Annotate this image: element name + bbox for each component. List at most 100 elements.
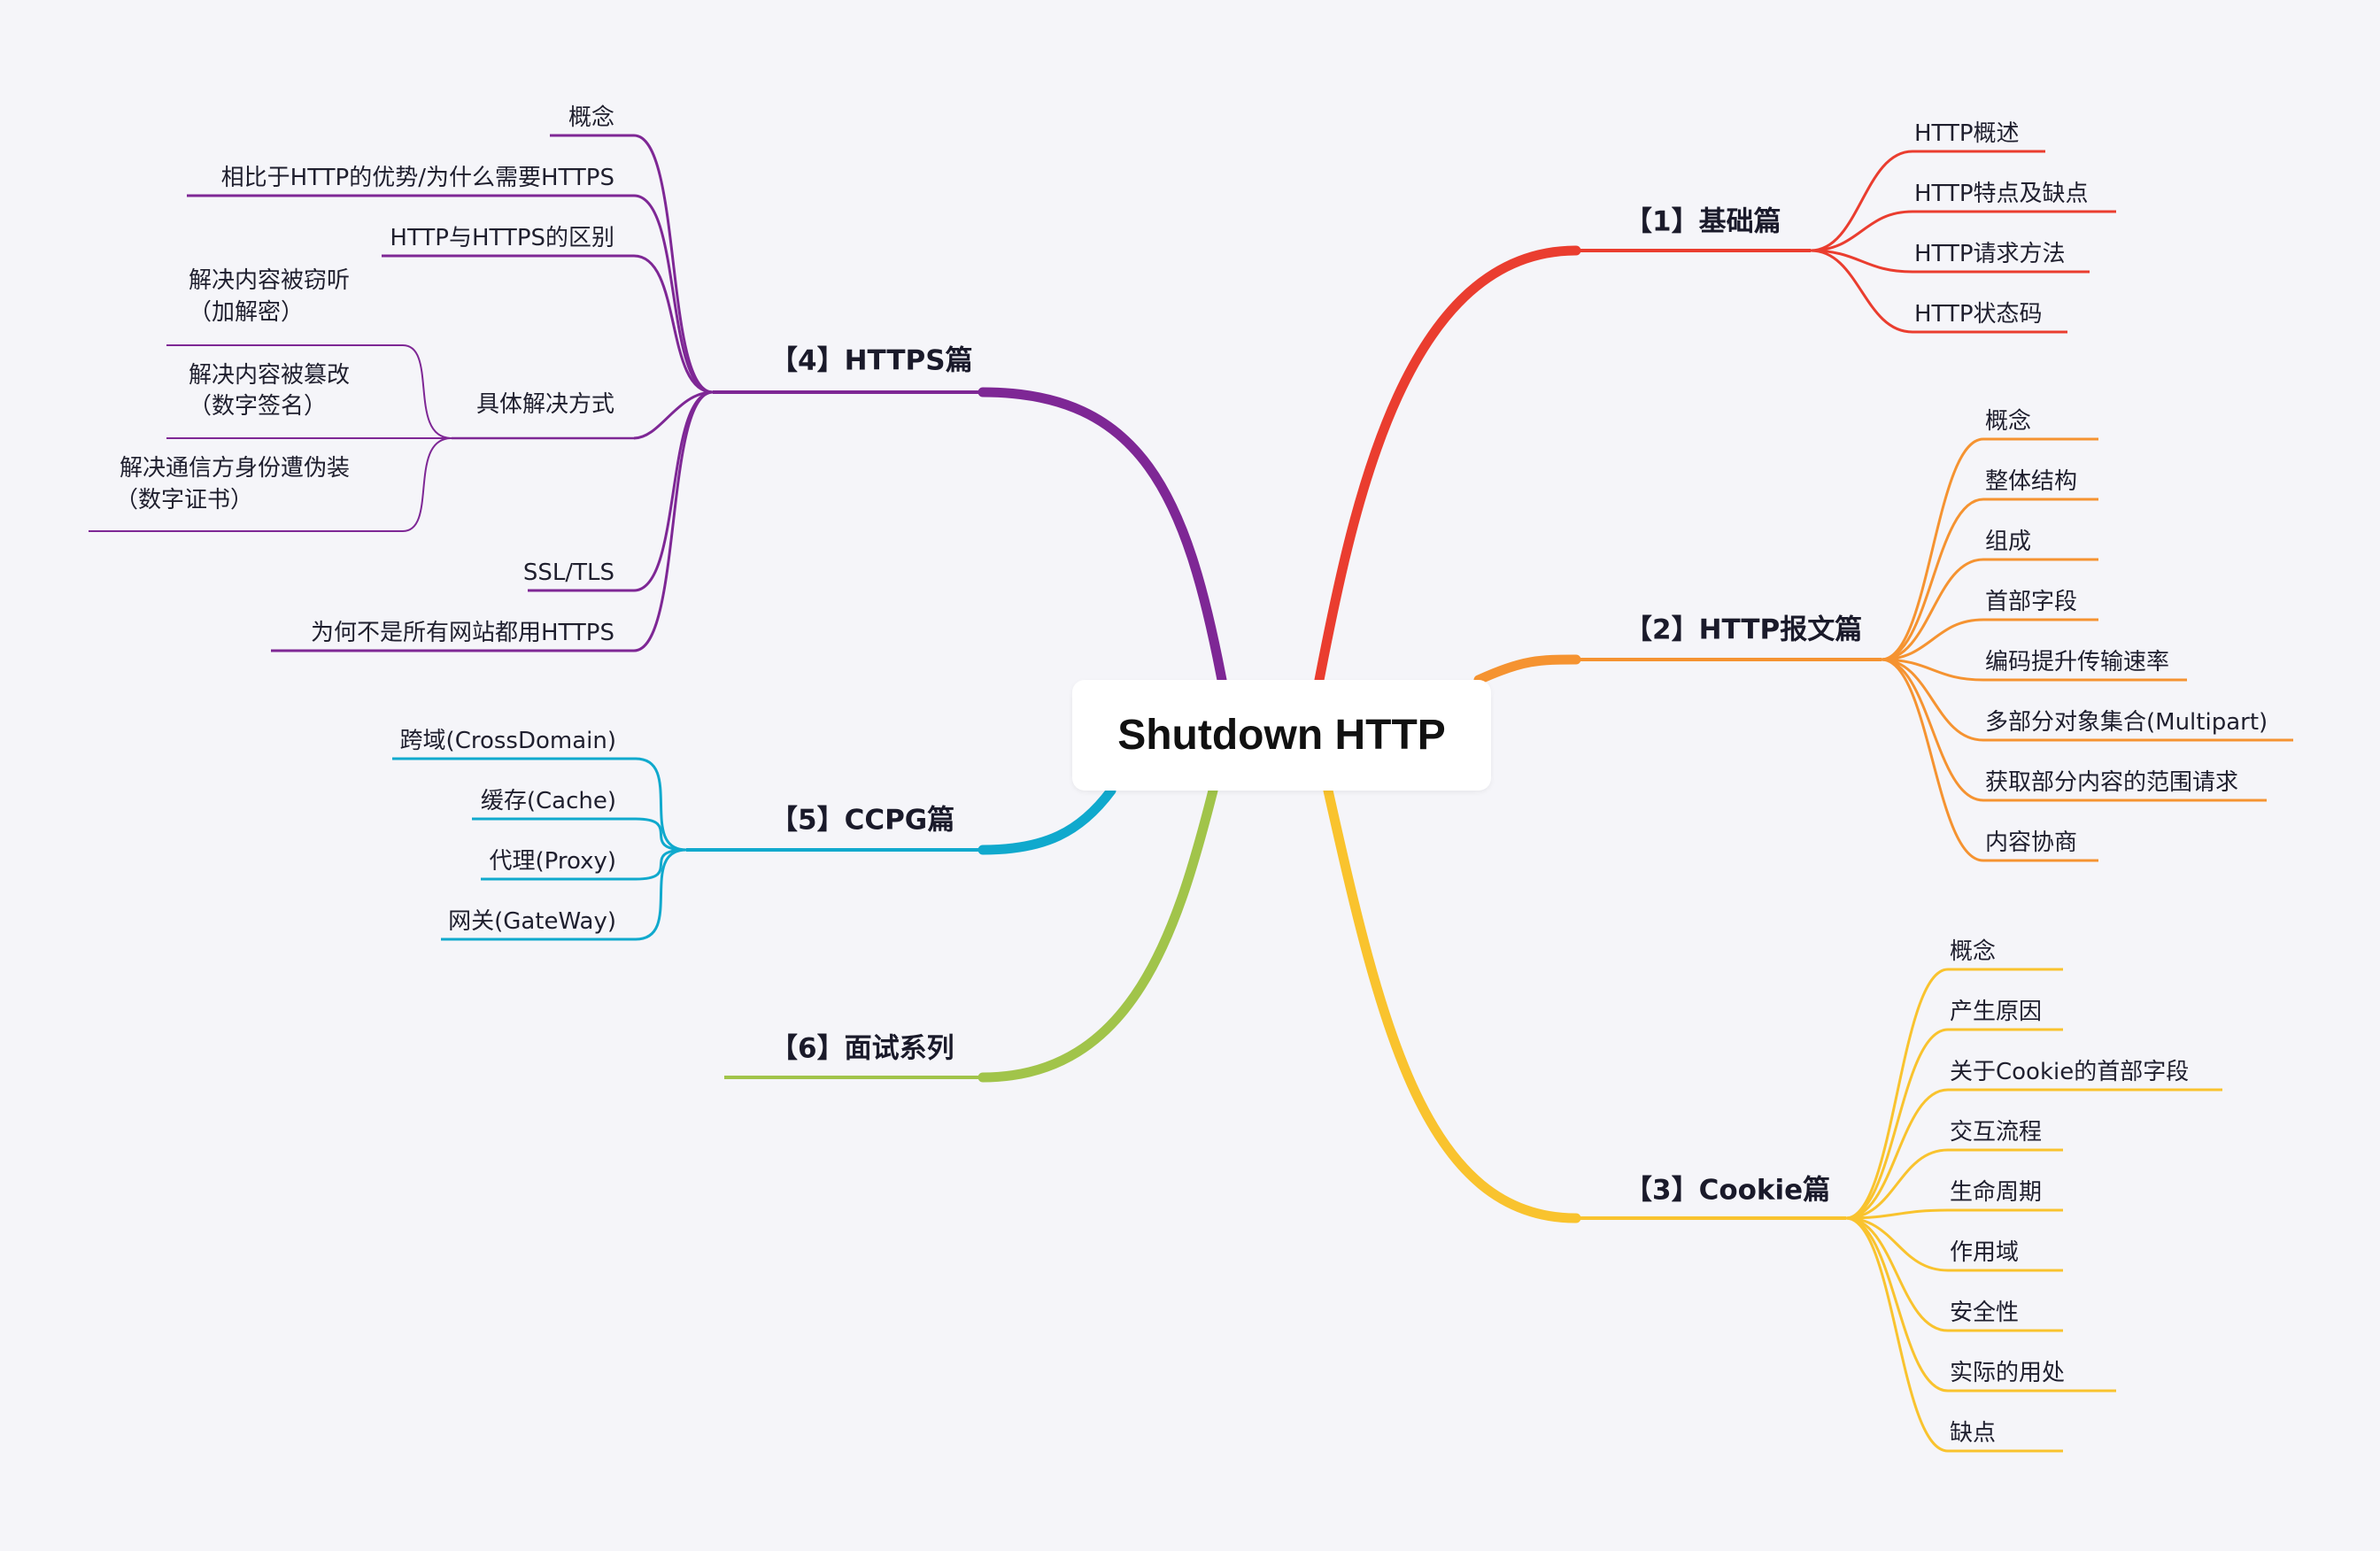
child-label: 概念	[568, 104, 614, 131]
child-label[interactable]: 具体解决方式	[476, 391, 614, 418]
child-connector	[1845, 1216, 1949, 1332]
child-connector	[635, 757, 687, 852]
child-label: 首部字段	[1985, 589, 2077, 615]
grandchild-node[interactable]: 解决通信方身份遭伪装 （数字证书）	[89, 437, 452, 532]
child-label: 概念	[1950, 938, 1996, 965]
child-label: HTTP概述	[1914, 120, 2020, 147]
child-label: 整体结构	[1985, 468, 2077, 495]
child-node[interactable]: 概念	[550, 104, 714, 394]
child-node[interactable]: 相比于HTTP的优势/为什么需要HTTPS	[187, 165, 714, 394]
branch-label-b1[interactable]: 【1】基础篇	[1625, 206, 1781, 238]
grandchild-label-line1: 解决通信方身份遭伪装	[120, 455, 350, 482]
grandchild-label-line1: 解决内容被窃听	[189, 267, 350, 294]
branch-connector	[978, 785, 1218, 1083]
child-node[interactable]: 概念	[1881, 408, 2098, 661]
child-connector	[635, 848, 687, 941]
child-connector	[1845, 1216, 1949, 1453]
central-topic-title: Shutdown HTTP	[1117, 712, 1446, 759]
child-connector	[635, 848, 687, 881]
child-connector	[1810, 210, 1913, 252]
child-connector	[1845, 1088, 1949, 1220]
child-label: 编码提升传输速率	[1985, 649, 2169, 675]
child-node[interactable]: 作用域	[1845, 1216, 2063, 1272]
child-node[interactable]: 代理(Proxy)	[481, 848, 687, 881]
child-node[interactable]: HTTP状态码	[1810, 249, 2067, 334]
child-node[interactable]: HTTP概述	[1810, 120, 2045, 252]
child-label: 缺点	[1950, 1420, 1996, 1447]
child-node[interactable]: 跨域(CrossDomain)	[392, 728, 687, 852]
child-node[interactable]: 缺点	[1845, 1216, 2063, 1453]
child-label: 为何不是所有网站都用HTTPS	[311, 620, 614, 646]
branch-b1: 【1】基础篇 HTTP概述 HTTP特点及缺点 HTTP请求方法 HTTP状态码	[1314, 120, 2116, 685]
branch-connector	[978, 785, 1117, 855]
branch-label-b2[interactable]: 【2】HTTP报文篇	[1625, 614, 1862, 646]
child-connector	[635, 817, 687, 852]
child-node[interactable]: 交互流程	[1845, 1119, 2063, 1220]
child-label: 内容协商	[1985, 830, 2077, 856]
child-node[interactable]: 首部字段	[1881, 589, 2098, 661]
child-node[interactable]: SSL/TLS	[523, 390, 714, 592]
child-connector	[1881, 658, 1984, 802]
child-node[interactable]: 组成	[1881, 529, 2098, 661]
grandchild-node[interactable]: 解决内容被窃听（加解密）	[166, 267, 452, 439]
branch-label-b4[interactable]: 【4】HTTPS篇	[770, 345, 973, 377]
child-label: 交互流程	[1950, 1119, 2042, 1146]
child-label: 产生原因	[1950, 999, 2042, 1025]
child-node[interactable]: 实际的用处	[1845, 1216, 2116, 1393]
child-connector	[1881, 658, 1984, 742]
child-label: 实际的用处	[1950, 1360, 2065, 1386]
child-label: 多部分对象集合(Multipart)	[1985, 709, 2268, 736]
child-connector	[1845, 1216, 1949, 1393]
child-node[interactable]: 为何不是所有网站都用HTTPS	[271, 390, 714, 652]
child-label: HTTP与HTTPS的区别	[390, 225, 614, 251]
child-node[interactable]: HTTP特点及缺点	[1810, 181, 2116, 252]
child-node[interactable]: 安全性	[1845, 1216, 2063, 1332]
child-node[interactable]: 关于Cookie的首部字段	[1845, 1059, 2222, 1220]
child-node[interactable]: 多部分对象集合(Multipart)	[1881, 658, 2293, 742]
child-connector	[1881, 498, 1984, 661]
grandchild-connector	[402, 437, 452, 532]
branch-connector	[1314, 245, 1581, 685]
branch-label-b3[interactable]: 【3】Cookie篇	[1625, 1175, 1830, 1207]
child-node[interactable]: HTTP请求方法	[1810, 241, 2090, 274]
child-connector	[1845, 1208, 1949, 1220]
branch-b6: 【6】面试系列	[724, 785, 1218, 1083]
child-connector	[1810, 150, 1913, 252]
child-connector	[1810, 249, 1913, 334]
child-connector	[1845, 968, 1949, 1220]
grandchild-node[interactable]: 解决内容被篡改（数字签名）	[166, 362, 452, 440]
child-node[interactable]: 概念	[1845, 938, 2063, 1220]
child-node[interactable]: 生命周期	[1845, 1179, 2063, 1220]
branch-label-b5[interactable]: 【5】CCPG篇	[770, 805, 954, 837]
child-node[interactable]: 获取部分内容的范围请求	[1881, 658, 2267, 802]
central-topic[interactable]: Shutdown HTTP	[1072, 680, 1491, 791]
grandchild-label-line2: （数字证书）	[115, 487, 253, 513]
child-connector	[633, 134, 714, 394]
branch-label-b6[interactable]: 【6】面试系列	[770, 1033, 954, 1065]
child-connector	[633, 390, 714, 652]
child-label: 相比于HTTP的优势/为什么需要HTTPS	[221, 165, 614, 191]
child-label: 跨域(CrossDomain)	[400, 728, 616, 754]
child-label: HTTP特点及缺点	[1914, 181, 2089, 207]
branch-connector	[978, 387, 1227, 685]
child-connector	[1881, 618, 1984, 661]
child-node[interactable]: 整体结构	[1881, 468, 2098, 661]
child-connector	[633, 390, 714, 592]
child-label: 概念	[1985, 408, 2031, 435]
child-node[interactable]: 编码提升传输速率	[1881, 649, 2187, 682]
grandchild-connector	[402, 344, 452, 439]
child-label: SSL/TLS	[523, 559, 614, 586]
child-node[interactable]: 内容协商	[1881, 658, 2098, 862]
child-connector	[633, 390, 714, 440]
child-node[interactable]: HTTP与HTTPS的区别	[382, 225, 714, 394]
child-node[interactable]: 网关(GateWay)	[441, 848, 687, 941]
child-label: 网关(GateWay)	[448, 908, 616, 935]
branch-connector	[1323, 785, 1581, 1223]
child-label: HTTP状态码	[1914, 301, 2043, 328]
grandchild-label-line2: （数字签名）	[189, 393, 327, 420]
child-connector	[1881, 658, 1984, 682]
child-node[interactable]: 缓存(Cache)	[472, 788, 687, 852]
child-node[interactable]: 产生原因	[1845, 999, 2063, 1220]
child-connector	[1881, 558, 1984, 661]
